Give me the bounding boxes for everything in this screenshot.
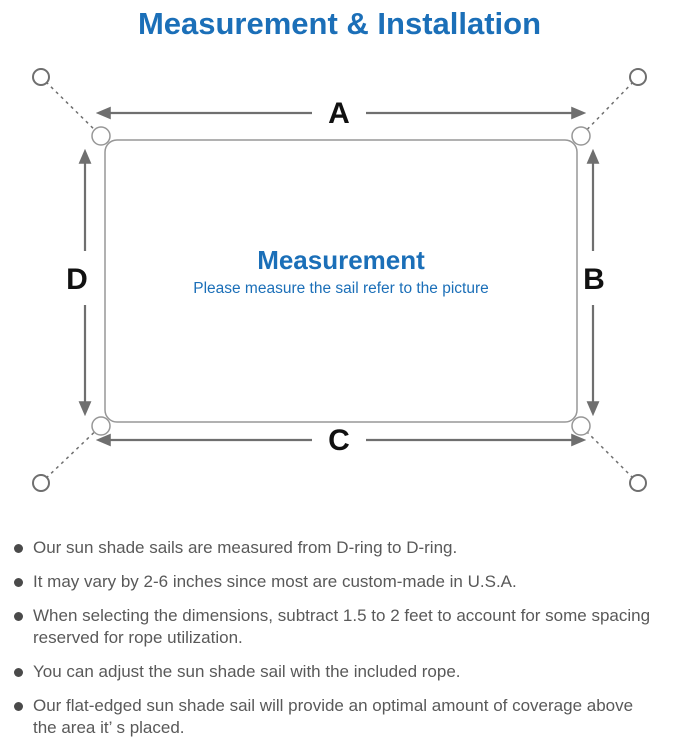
list-item: Our sun shade sails are measured from D-… (10, 537, 667, 559)
rope-line-bottom-left (40, 421, 106, 484)
bullet-icon (14, 578, 23, 587)
dimension-label-d: D (66, 263, 88, 296)
measurement-diagram: A C D B Measurement Please measure the s… (32, 68, 647, 492)
anchor-point-top-left (32, 68, 50, 86)
bullet-icon (14, 702, 23, 711)
diagram-center-subtitle: Please measure the sail refer to the pic… (193, 280, 489, 297)
sail-rectangle (104, 139, 578, 423)
note-text: Our flat-edged sun shade sail will provi… (33, 696, 634, 737)
list-item: You can adjust the sun shade sail with t… (10, 661, 667, 683)
page-title: Measurement & Installation (137, 6, 542, 41)
d-ring-bottom-left (91, 416, 111, 436)
anchor-point-top-right (629, 68, 647, 86)
anchor-point-bottom-right (629, 474, 647, 492)
dimension-label-c: C (328, 424, 350, 457)
list-item: It may vary by 2-6 inches since most are… (10, 571, 667, 593)
dimension-label-a: A (328, 97, 350, 130)
bullet-icon (14, 544, 23, 553)
diagram-center-title: Measurement (257, 245, 425, 275)
bullet-icon (14, 612, 23, 621)
rope-line-top-left (40, 76, 106, 141)
list-item: Our flat-edged sun shade sail will provi… (10, 695, 667, 739)
rope-line-top-right (576, 76, 639, 141)
note-text: Our sun shade sails are measured from D-… (33, 538, 458, 557)
note-text: You can adjust the sun shade sail with t… (33, 662, 461, 681)
note-text: When selecting the dimensions, subtract … (33, 606, 651, 647)
anchor-point-bottom-left (32, 474, 50, 492)
dimension-label-b: B (583, 263, 605, 296)
d-ring-top-right (571, 126, 591, 146)
d-ring-bottom-right (571, 416, 591, 436)
d-ring-top-left (91, 126, 111, 146)
bullet-icon (14, 668, 23, 677)
notes-list: Our sun shade sails are measured from D-… (0, 520, 679, 739)
note-text: It may vary by 2-6 inches since most are… (33, 572, 517, 591)
list-item: When selecting the dimensions, subtract … (10, 605, 667, 649)
